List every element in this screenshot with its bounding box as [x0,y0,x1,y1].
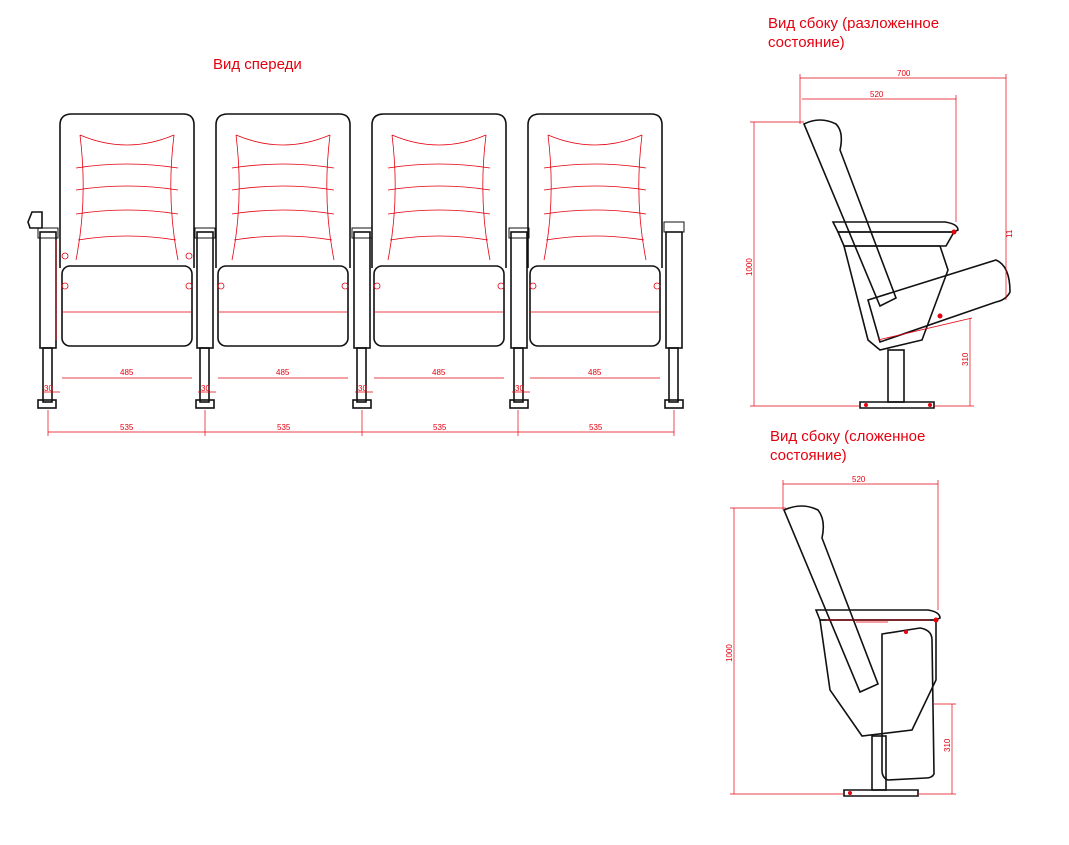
dim-height-folded: 1000 [725,644,734,662]
chair-1 [59,113,195,347]
dim-spacing-3: 535 [433,423,447,432]
dim-depth-folded: 520 [852,475,866,484]
armrest-left [27,211,59,409]
caption-side-view-folded: Вид сбоку (сложенное состояние) [770,428,926,464]
caption-front-view: Вид спереди [213,56,302,73]
side-view-unfolded-drawing: 700 520 1000 310 11 [745,69,1014,409]
dimension-spacing: 535 535 535 535 [47,410,675,436]
dim-spacing-1: 535 [120,423,134,432]
dim-armrest-2: 30 [201,384,210,393]
dim-seat-width-1: 485 [120,368,134,377]
armrest-3 [508,227,530,409]
dim-seat-width-2: 485 [276,368,290,377]
caption-side-view-unfolded: Вид сбоку (разложенное состояние) [768,15,940,51]
dim-height-open: 1000 [745,258,754,276]
armrest-right [663,221,685,409]
dim-seat-width-3: 485 [432,368,446,377]
chair-4 [527,113,663,347]
side-view-folded-drawing: 520 1000 310 [725,475,956,797]
dimension-seat-widths: 485 485 485 485 30 30 30 30 [42,368,660,393]
dim-depth-open-seat: 520 [870,90,884,99]
dim-seat-height-open: 310 [961,352,970,366]
dim-spacing-4: 535 [589,423,603,432]
front-view-drawing: 485 485 485 485 30 30 30 30 535 535 535 … [27,113,685,436]
armrest-1 [194,227,216,409]
chair-2 [215,113,351,347]
chair-3 [371,113,507,347]
dim-side-mark: 11 [1005,229,1014,238]
dim-armrest-4: 30 [515,384,524,393]
dim-spacing-2: 535 [277,423,291,432]
dim-seat-height-folded: 310 [943,738,952,752]
dim-armrest-3: 30 [358,384,367,393]
dim-armrest-1: 30 [44,384,53,393]
armrest-2 [351,227,373,409]
dim-depth-open: 700 [897,69,911,78]
dim-seat-width-4: 485 [588,368,602,377]
